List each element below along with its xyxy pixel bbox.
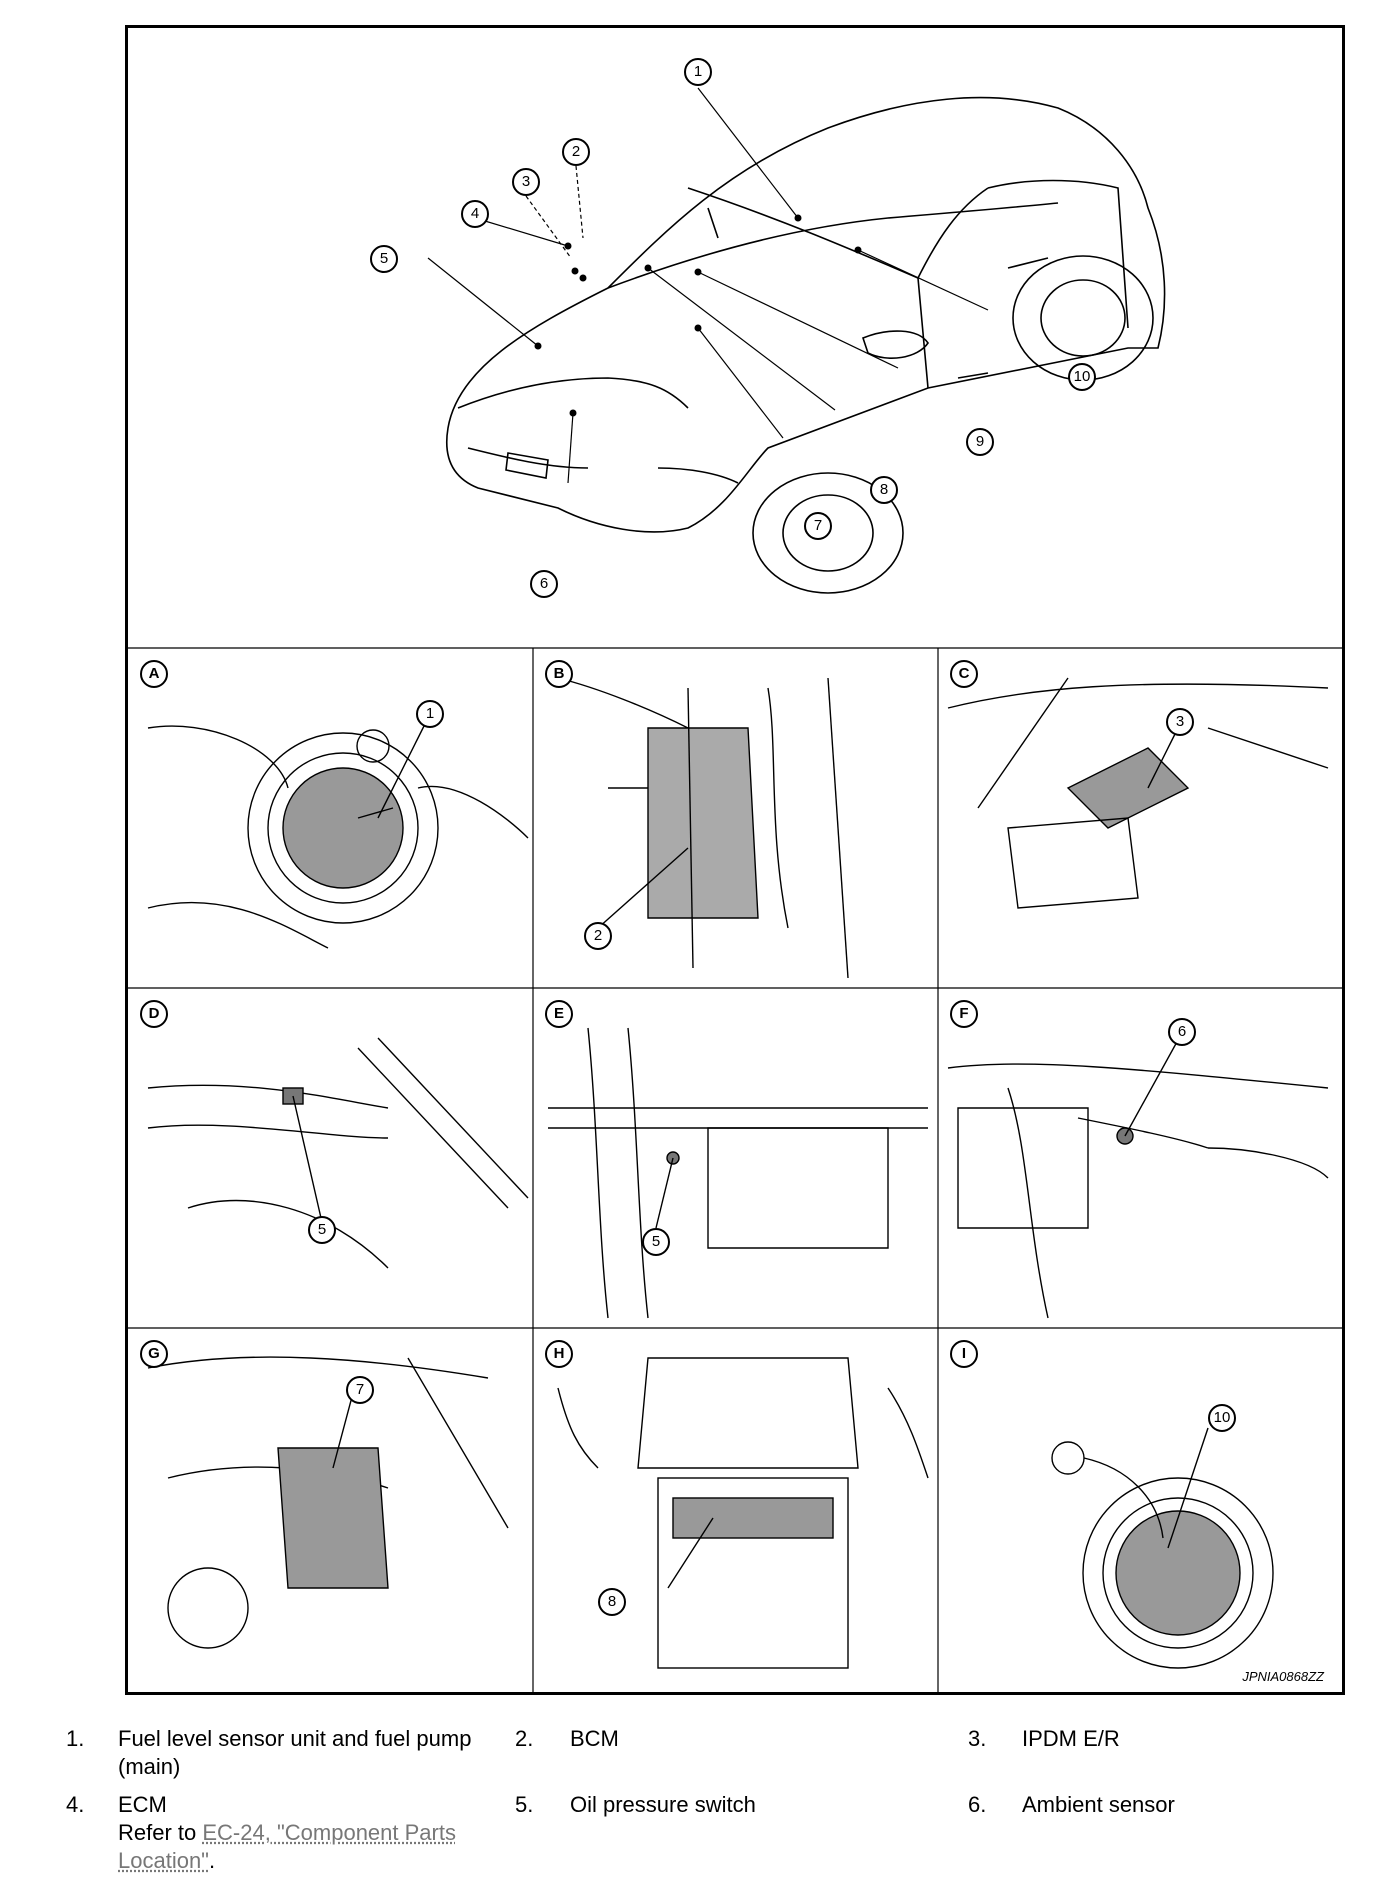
callout-1: 1 [684, 58, 712, 86]
callout-8: 8 [870, 476, 898, 504]
panel-d-callout: 5 [308, 1216, 336, 1244]
legend-item-6: Ambient sensor [1022, 1792, 1175, 1817]
panel-h-drawing [557, 1357, 929, 1669]
legend-item-3: IPDM E/R [1022, 1726, 1120, 1751]
panel-a-callout: 1 [416, 700, 444, 728]
panel-letter-d: D [140, 1000, 168, 1028]
legend-num-3: 3. [968, 1726, 987, 1751]
callout-2: 2 [562, 138, 590, 166]
legend-num-1: 1. [66, 1726, 85, 1751]
panel-i-callout: 10 [1208, 1404, 1236, 1432]
component-location-figure: 1 2 3 4 5 6 7 8 9 10 A B C D E F G H I 1… [125, 25, 1345, 1695]
callout-4: 4 [461, 200, 489, 228]
legend-num-4: 4. [66, 1792, 85, 1817]
panel-letter-g: G [140, 1340, 168, 1368]
callout-5: 5 [370, 245, 398, 273]
ec-24-link-cont[interactable]: Location" [118, 1848, 209, 1873]
overview-leaders [427, 87, 989, 484]
panel-letter-h: H [545, 1340, 573, 1368]
legend-label-4: ECM [118, 1792, 167, 1817]
panel-d-drawing [147, 1037, 529, 1269]
legend-ref-4: Refer to EC-24, "Component Parts [118, 1819, 498, 1847]
legend-num-5: 5. [515, 1792, 534, 1817]
overview-points [534, 214, 862, 417]
panel-letter-f: F [950, 1000, 978, 1028]
callout-3: 3 [512, 168, 540, 196]
legend-label-1: Fuel level sensor unit and fuel pump [118, 1726, 472, 1751]
legend-num-6: 6. [968, 1792, 987, 1817]
panel-g-callout: 7 [346, 1376, 374, 1404]
panel-f-drawing [947, 1039, 1329, 1319]
panel-b-drawing [557, 677, 849, 979]
legend-item-2: BCM [570, 1726, 619, 1751]
panel-letter-c: C [950, 660, 978, 688]
legend-ref-4b: Location". [118, 1847, 498, 1875]
panel-a-drawing [147, 717, 529, 949]
legend-item-5: Oil pressure switch [570, 1792, 756, 1817]
legend-num-2: 2. [515, 1726, 534, 1751]
legend-item-1: Fuel level sensor unit and fuel pump (ma… [118, 1725, 508, 1781]
legend: 1. Fuel level sensor unit and fuel pump … [0, 1725, 1376, 1885]
figure-code: JPNIA0868ZZ [1242, 1669, 1324, 1684]
ec-24-link[interactable]: EC-24, "Component Parts [202, 1820, 456, 1845]
panel-h-callout: 8 [598, 1588, 626, 1616]
panel-letter-a: A [140, 660, 168, 688]
callout-9: 9 [966, 428, 994, 456]
panel-letter-i: I [950, 1340, 978, 1368]
vehicle-drawing [446, 96, 1166, 594]
panel-g-drawing [147, 1356, 509, 1649]
panel-b-callout: 2 [584, 922, 612, 950]
panel-e-drawing [548, 1027, 928, 1319]
panel-letter-b: B [545, 660, 573, 688]
legend-ref-prefix: Refer to [118, 1820, 203, 1845]
panel-e-callout: 5 [642, 1228, 670, 1256]
panel-c-drawing [947, 677, 1329, 909]
legend-ref-tail: . [209, 1848, 216, 1873]
panel-letter-e: E [545, 1000, 573, 1028]
figure-line-art [128, 87, 1342, 1692]
panel-i-drawing [1051, 1427, 1274, 1669]
panel-f-callout: 6 [1168, 1018, 1196, 1046]
legend-label-1b: (main) [118, 1754, 181, 1779]
callout-6: 6 [530, 570, 558, 598]
panel-c-callout: 3 [1166, 708, 1194, 736]
callout-10: 10 [1068, 363, 1096, 391]
legend-item-4: ECM Refer to EC-24, "Component Parts Loc… [118, 1791, 498, 1875]
callout-7: 7 [804, 512, 832, 540]
